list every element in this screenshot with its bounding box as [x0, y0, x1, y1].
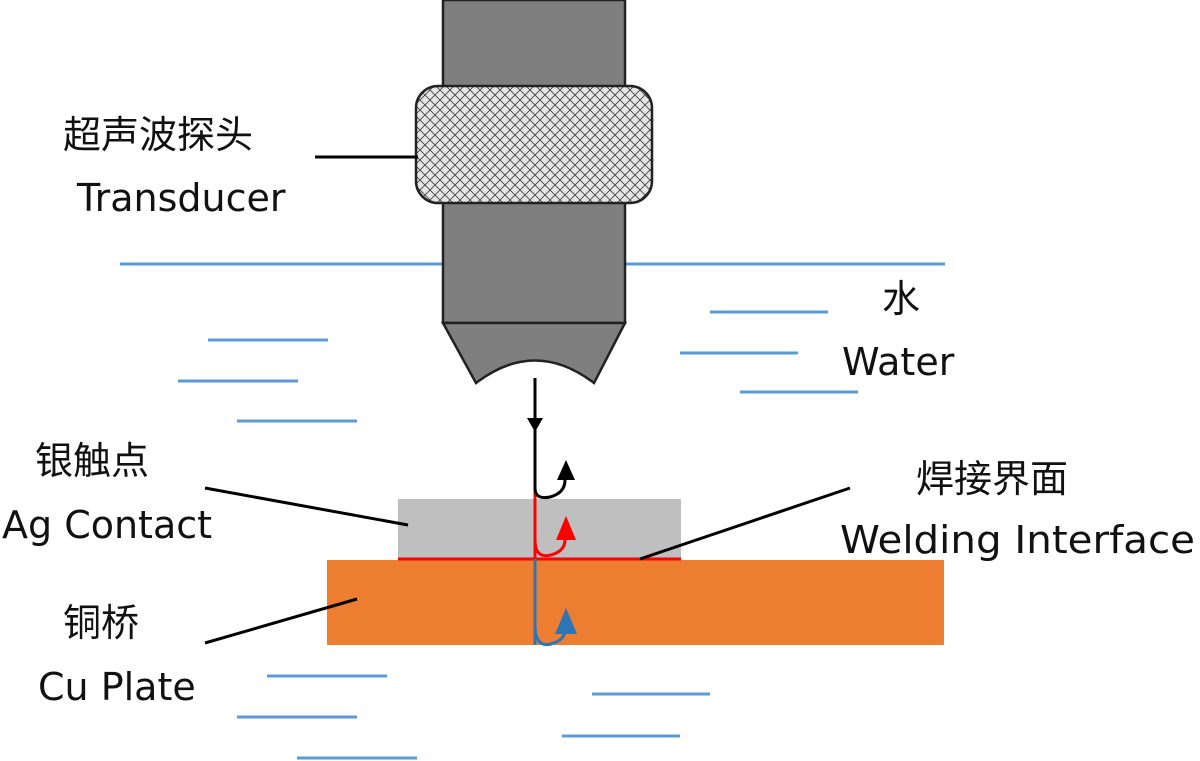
cu-plate-label-en: Cu Plate	[38, 665, 196, 709]
ag-contact	[398, 499, 681, 559]
welding-interface-label-en: Welding Interface	[840, 518, 1195, 562]
surface-reflection	[533, 460, 575, 500]
arrow-up-icon	[555, 608, 577, 634]
water-label-en: Water	[842, 340, 955, 384]
ag-contact-leader	[204, 486, 409, 527]
cu-plate-leader	[204, 597, 358, 645]
transducer-probe	[414, 0, 654, 385]
bottom-reflection	[533, 608, 577, 647]
water-label-cn: 水	[882, 277, 920, 321]
arrow-up-icon	[557, 460, 575, 480]
arrow-down-icon	[527, 418, 543, 432]
leader-lines	[204, 155, 851, 645]
transducer-label-en: Transducer	[76, 176, 286, 220]
cu-plate-label-cn: 铜桥	[63, 601, 139, 645]
incident-wave-arrow	[527, 378, 543, 488]
interface-leader	[639, 486, 851, 561]
arrow-up-icon	[556, 516, 576, 540]
transducer-band	[414, 84, 654, 205]
transducer-label-cn: 超声波探头	[63, 113, 253, 157]
transducer-tip	[440, 321, 628, 385]
ag-contact-label-en: Ag Contact	[2, 503, 212, 547]
interface-reflection	[533, 516, 576, 558]
welding-interface-label-cn: 焊接界面	[916, 457, 1068, 501]
cu-plate	[327, 560, 944, 645]
ag-contact-label-cn: 银触点	[35, 439, 149, 483]
